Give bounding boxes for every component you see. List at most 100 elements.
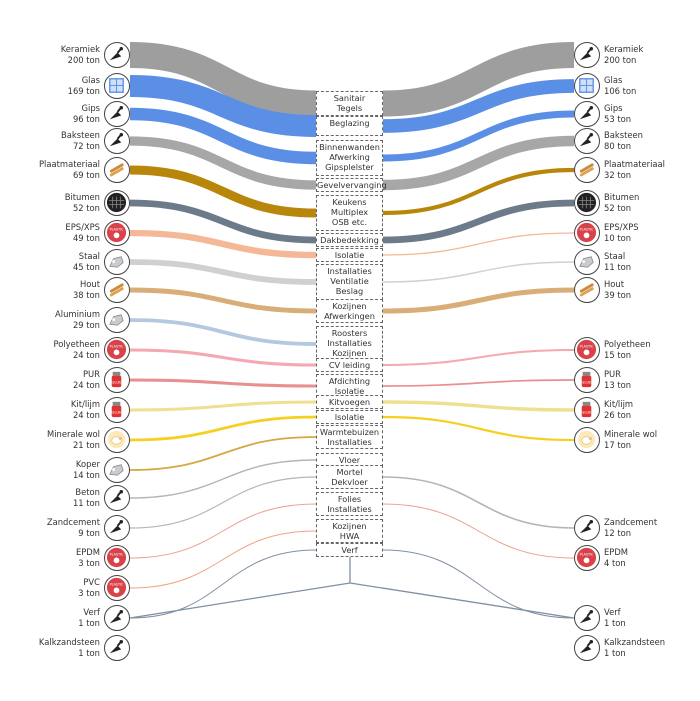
trowel-icon (574, 635, 600, 661)
flow-line-out (382, 110, 575, 162)
application-line: Tegels (336, 103, 363, 114)
flow-line-in (129, 436, 317, 471)
application-box: Dakbedekking (316, 233, 383, 247)
flow-line-in (129, 378, 317, 388)
application-line: Vloer (338, 455, 361, 465)
trowel-icon (574, 42, 600, 68)
material-amount: 24 ton (72, 380, 100, 390)
application-line: OSB etc. (331, 217, 368, 228)
application-line: Isolatie (334, 386, 365, 397)
application-box: Isolatie (316, 410, 383, 424)
application-line: Installaties (327, 504, 372, 515)
material-amount: 49 ton (72, 233, 100, 243)
application-box: Kitvoegen (316, 395, 383, 409)
plastic-icon: PLASTIC (574, 337, 600, 363)
application-line: Installaties (327, 437, 372, 448)
material-name: Keramiek (60, 44, 100, 54)
trowel-icon (574, 128, 600, 154)
material-name: Baksteen (61, 130, 100, 140)
plastic-icon: PLASTIC (574, 220, 600, 246)
plastic-icon: PLASTIC (104, 337, 130, 363)
material-amount: 169 ton (67, 86, 100, 96)
application-line: Afwerking (329, 152, 370, 163)
flow-line-out (382, 42, 575, 117)
material-amount: 200 ton (604, 55, 637, 65)
material-amount: 11 ton (604, 262, 632, 272)
material-amount: 1 ton (78, 648, 100, 658)
glass-pane-icon (574, 73, 600, 99)
material-name: Bitumen (604, 192, 640, 202)
material-amount: 32 ton (604, 170, 632, 180)
material-amount: 52 ton (604, 203, 632, 213)
material-name: Baksteen (604, 130, 643, 140)
flow-line-out (382, 400, 575, 412)
material-name: Kit/lijm (70, 399, 100, 409)
material-amount: 4 ton (604, 558, 626, 568)
flow-line-out (382, 379, 575, 387)
svg-text:PLASTIC: PLASTIC (110, 583, 124, 587)
application-line: Beglazing (329, 118, 370, 128)
flow-line-out (382, 261, 575, 283)
flow-line-in (129, 229, 317, 259)
material-name: Kit/lijm (604, 399, 634, 409)
flow-line-in (129, 107, 317, 165)
metal-icon (574, 249, 600, 275)
trowel-icon (574, 101, 600, 127)
application-line: Dakbedekking (320, 235, 379, 245)
trowel-icon (104, 635, 130, 661)
material-name: Zandcement (46, 517, 100, 527)
application-line: Verf (341, 545, 358, 555)
material-name: Keramiek (604, 44, 644, 54)
material-amount: 14 ton (72, 470, 100, 480)
material-amount: 39 ton (604, 290, 632, 300)
material-name: Bitumen (64, 192, 100, 202)
application-box: Verf (316, 543, 383, 557)
material-name: Kalkzandsteen (604, 637, 666, 647)
wood-planks-icon (574, 157, 600, 183)
material-amount: 3 ton (78, 588, 100, 598)
trowel-icon (104, 42, 130, 68)
roof-tiles-icon (104, 190, 130, 216)
material-name: Hout (604, 279, 625, 289)
application-line: Isolatie (334, 412, 365, 422)
material-amount: 29 ton (72, 320, 100, 330)
application-box: Beglazing (316, 116, 383, 136)
material-name: Minerale wol (46, 429, 100, 439)
material-name: EPS/XPS (604, 222, 639, 232)
trowel-icon (104, 515, 130, 541)
application-line: HWA (339, 531, 360, 542)
material-amount: 11 ton (72, 498, 100, 508)
glue-icon: GLUE (104, 397, 130, 423)
glass-pane-icon (104, 73, 130, 99)
material-amount: 38 ton (72, 290, 100, 300)
application-line: Gipsplelster (325, 162, 374, 173)
trowel-icon (104, 605, 130, 631)
material-amount: 1 ton (604, 648, 626, 658)
material-amount: 96 ton (72, 114, 100, 124)
